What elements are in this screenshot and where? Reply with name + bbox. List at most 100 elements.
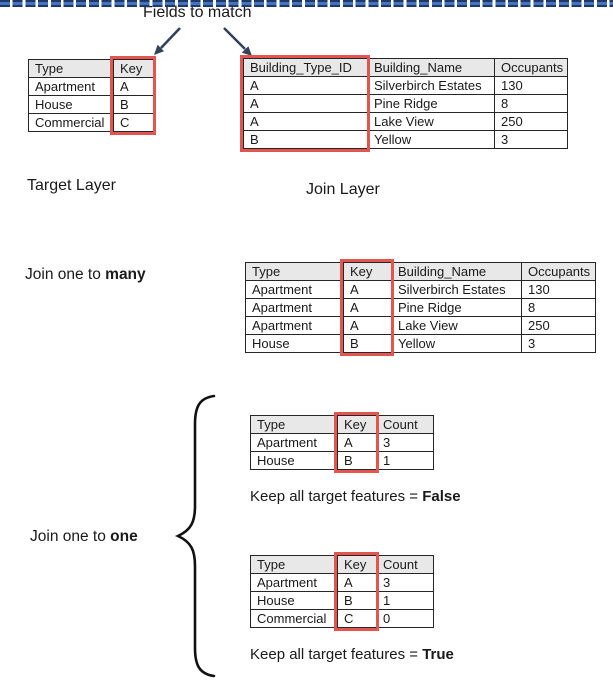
table-cell: C (113, 113, 154, 132)
column-header: Building_Name (367, 58, 495, 77)
keep-true-label: Keep all target features = True (250, 646, 454, 663)
table-cell: B (337, 451, 377, 470)
table-cell: B (337, 591, 377, 610)
table-cell: 130 (494, 76, 568, 95)
keep-false-label: Keep all target features = False (250, 488, 461, 505)
table-cell: A (343, 298, 392, 317)
table-cell: A (243, 112, 368, 131)
column-header: Type (28, 59, 114, 78)
table-cell: A (343, 280, 392, 299)
column-header: Count (376, 555, 434, 574)
table-cell: Lake View (391, 316, 522, 335)
table-cell: 3 (494, 130, 568, 149)
keep-false-bold: False (422, 488, 461, 505)
table-cell: House (245, 334, 344, 353)
keep-true-bold: True (422, 646, 454, 663)
table-cell: Silverbirch Estates (367, 76, 495, 95)
table-cell: Apartment (245, 280, 344, 299)
table-cell: Yellow (367, 130, 495, 149)
table-cell: B (343, 334, 392, 353)
column-header: Count (376, 415, 434, 434)
table-cell: 1 (376, 591, 434, 610)
table-cell: Lake View (367, 112, 495, 131)
table-cell: A (243, 94, 368, 113)
join-one-to-many-prefix: Join one to (25, 266, 106, 283)
column-header: Occupants (494, 58, 568, 77)
target-layer-label: Target Layer (27, 177, 116, 194)
table-cell: A (337, 433, 377, 452)
table-cell: Commercial (28, 113, 114, 132)
table-cell: 0 (376, 609, 434, 628)
table-cell: A (343, 316, 392, 335)
join-one-to-one-prefix: Join one to (30, 528, 111, 545)
table-cell: 250 (494, 112, 568, 131)
table-cell: 250 (521, 316, 596, 335)
table-cell: Apartment (28, 77, 114, 96)
table-cell: House (28, 95, 114, 114)
curly-brace-icon (174, 394, 216, 678)
keep-false-prefix: Keep all target features = (250, 488, 423, 505)
column-header: Building_Name (391, 262, 522, 281)
join-one-to-one-bold: one (110, 528, 138, 545)
table-cell: 8 (494, 94, 568, 113)
arrow-down-left-icon (154, 27, 181, 55)
table-cell: 8 (521, 298, 596, 317)
table-cell: Silverbirch Estates (391, 280, 522, 299)
join-one-to-many-label: Join one to many (25, 266, 146, 284)
arrow-down-right-icon (223, 27, 252, 56)
table-cell: B (243, 130, 368, 149)
table-cell: 3 (376, 573, 434, 592)
table-cell: 3 (521, 334, 596, 353)
column-header: Type (245, 262, 344, 281)
column-header: Key (337, 555, 377, 574)
table-cell: House (250, 591, 338, 610)
table-cell: Apartment (250, 433, 338, 452)
dashed-divider (0, 0, 613, 7)
table-cell: Commercial (250, 609, 338, 628)
column-header: Key (343, 262, 392, 281)
table-cell: Apartment (245, 298, 344, 317)
table-cell: B (113, 95, 154, 114)
fields-to-match-title: Fields to match (143, 4, 252, 21)
table-cell: 1 (376, 451, 434, 470)
join-one-to-many-bold: many (105, 266, 146, 283)
table-cell: 130 (521, 280, 596, 299)
table-cell: Apartment (250, 573, 338, 592)
column-header: Type (250, 415, 338, 434)
table-cell: Yellow (391, 334, 522, 353)
column-header: Key (337, 415, 377, 434)
table-cell: Apartment (245, 316, 344, 335)
table-cell: 3 (376, 433, 434, 452)
table-cell: Pine Ridge (367, 94, 495, 113)
table-cell: A (337, 573, 377, 592)
join-layer-label: Join Layer (306, 181, 380, 198)
column-header: Type (250, 555, 338, 574)
column-header: Occupants (521, 262, 596, 281)
column-header: Key (113, 59, 154, 78)
table-cell: Pine Ridge (391, 298, 522, 317)
column-header: Building_Type_ID (243, 58, 368, 77)
